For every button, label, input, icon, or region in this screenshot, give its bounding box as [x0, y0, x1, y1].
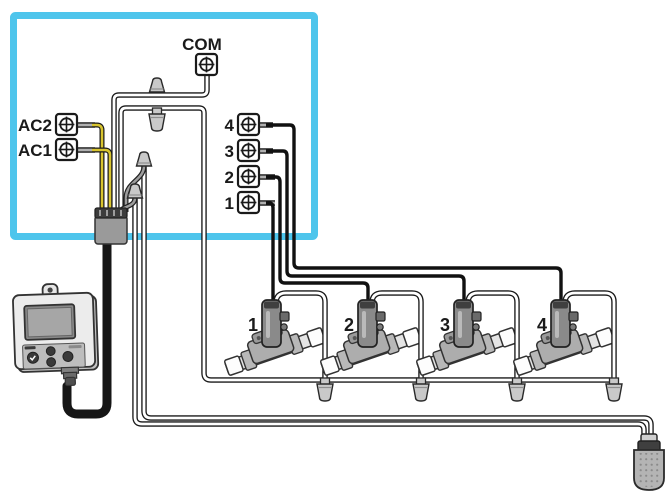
controller-cable: [62, 235, 112, 419]
com-terminal-label: COM: [182, 35, 222, 54]
station2-terminal-icon: [236, 164, 261, 189]
ac1-terminal-icon: [54, 137, 79, 162]
sensor-wire-pair: [132, 166, 654, 444]
station-wire-4: [266, 123, 563, 302]
terminal-block: COM AC2 AC1 4 3 2 1: [18, 35, 261, 215]
irrigation-controller: [12, 283, 100, 387]
valve-3-label: 3: [440, 315, 450, 335]
station1-terminal-label: 1: [225, 194, 234, 213]
check-icon: [29, 355, 36, 361]
station4-terminal-icon: [236, 112, 261, 137]
ac-power-wires: [92, 122, 113, 212]
station3-terminal-icon: [236, 138, 261, 163]
mounting-hole: [47, 287, 53, 293]
ac2-terminal-icon: [54, 112, 79, 137]
station1-terminal-icon: [236, 190, 261, 215]
ac1-terminal-label: AC1: [18, 141, 52, 160]
brand-text-placeholder: [24, 346, 36, 350]
station-wire-3: [266, 149, 466, 302]
station4-terminal-label: 4: [225, 116, 235, 135]
next-button: [62, 350, 74, 362]
wire-nut-com: [148, 77, 166, 93]
com-terminal-icon: [194, 52, 219, 77]
button-panel: [22, 342, 86, 370]
down-button: [46, 357, 57, 367]
lcd-display: [26, 306, 73, 338]
valve-1-label: 1: [248, 315, 258, 335]
station3-terminal-label: 3: [225, 142, 234, 161]
wire-nut-common: [148, 107, 166, 132]
soil-sensor-probe: [633, 433, 665, 491]
wire-nut-sensor-a: [135, 151, 153, 167]
up-button: [45, 346, 56, 356]
valve-2-label: 2: [344, 315, 354, 335]
ac2-terminal-label: AC2: [18, 116, 52, 135]
cable-bundle: [94, 207, 128, 245]
station-wire-2: [266, 175, 370, 302]
station-wires: [266, 123, 563, 302]
wiring-highlight-box: [10, 12, 318, 240]
model-text-placeholder: [68, 345, 82, 349]
valve-4-label: 4: [537, 315, 547, 335]
valve-1: [219, 293, 333, 401]
station2-terminal-label: 2: [225, 168, 234, 187]
station-wire-1: [266, 201, 275, 301]
com-wire: [111, 74, 210, 214]
